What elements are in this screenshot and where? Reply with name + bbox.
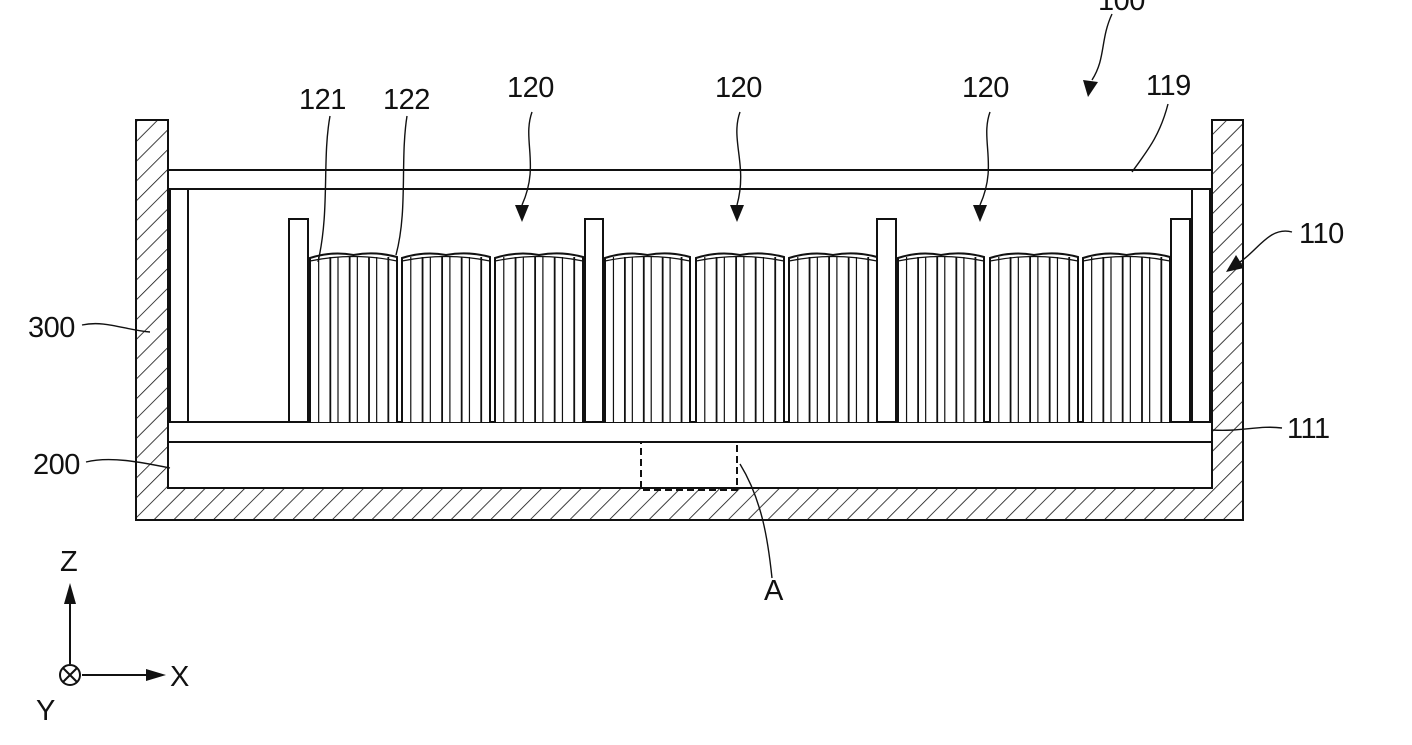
arrowhead-120-a: [515, 205, 529, 222]
arrowhead-120-c: [973, 205, 987, 222]
label-119: 119: [1146, 70, 1191, 102]
axis-label-y: Y: [36, 695, 55, 727]
cell-group-outline: [696, 253, 784, 422]
divider-plate: [585, 219, 603, 422]
cell-group: [310, 253, 397, 422]
label-120-a: 120: [507, 72, 554, 104]
plate-200: [168, 442, 1212, 488]
divider-plate: [1171, 219, 1190, 422]
side-post-left: [170, 189, 188, 422]
cell-group-outline: [402, 253, 490, 422]
label-a: A: [764, 575, 784, 607]
leader-110: [1240, 231, 1292, 262]
label-120-c: 120: [962, 72, 1009, 104]
bottom-member-111: [168, 422, 1212, 442]
cell-group: [696, 253, 784, 422]
leader-120-c: [980, 112, 990, 205]
z-arrow-icon: [64, 583, 76, 604]
cell-group: [605, 253, 690, 422]
leader-120-b: [737, 112, 741, 205]
coordinate-axes: [60, 583, 166, 685]
divider-plate: [877, 219, 896, 422]
cell-group-outline: [990, 253, 1078, 422]
cell-group: [990, 253, 1078, 422]
cell-group-outline: [310, 253, 397, 422]
label-120-b: 120: [715, 72, 762, 104]
axis-label-z: Z: [60, 546, 77, 578]
side-post-right: [1192, 189, 1210, 422]
leader-119: [1132, 104, 1168, 172]
arrowhead-100: [1083, 80, 1098, 97]
cell-group-outline: [898, 253, 984, 422]
divider-plate: [289, 219, 308, 422]
cover-119: [168, 170, 1212, 189]
cell-group: [789, 253, 877, 422]
leader-120-a: [522, 112, 532, 205]
leader-100: [1092, 14, 1112, 80]
cell-group-outline: [1083, 253, 1170, 422]
label-100: 100: [1098, 0, 1145, 17]
label-200: 200: [33, 449, 80, 481]
label-121: 121: [299, 84, 346, 116]
label-300: 300: [28, 312, 75, 344]
cell-group: [898, 253, 984, 422]
cell-group: [1083, 253, 1170, 422]
cell-group-outline: [495, 253, 583, 422]
leader-122: [396, 116, 407, 255]
cell-array: [310, 253, 1170, 422]
cell-group: [495, 253, 583, 422]
label-110: 110: [1299, 218, 1344, 250]
detail-a-box: [641, 442, 737, 490]
cell-group-outline: [605, 253, 690, 422]
label-122: 122: [383, 84, 430, 116]
axis-label-x: X: [170, 661, 189, 693]
x-arrow-icon: [146, 669, 166, 681]
cell-group-outline: [789, 253, 877, 422]
arrowhead-120-b: [730, 205, 744, 222]
cell-group: [402, 253, 490, 422]
label-111: 111: [1287, 413, 1330, 445]
